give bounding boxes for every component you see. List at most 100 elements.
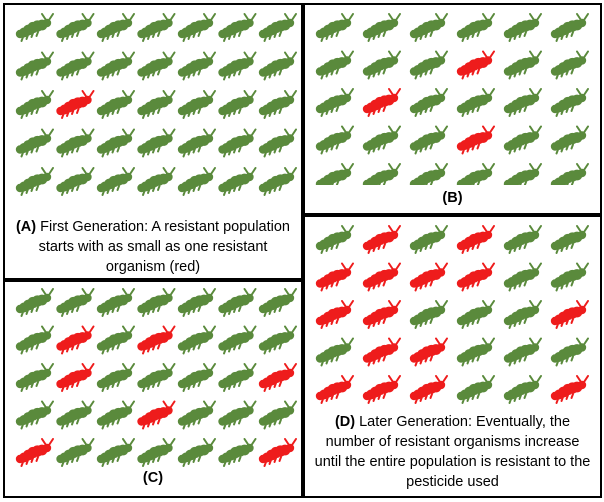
normal-organism <box>550 125 589 155</box>
normal-organism <box>15 400 54 430</box>
normal-organism <box>409 125 448 155</box>
normal-organism <box>96 51 135 81</box>
normal-organism <box>137 363 176 392</box>
normal-organism <box>550 225 589 254</box>
normal-organism <box>550 337 589 367</box>
normal-organism <box>177 438 216 467</box>
normal-organism <box>315 125 354 155</box>
normal-organism <box>503 375 542 404</box>
panel-c: (C) <box>3 280 303 498</box>
resistant-organism <box>550 375 589 404</box>
resistant-organism <box>56 90 95 119</box>
normal-organism <box>550 163 589 185</box>
caption-d: (D) Later Generation: Eventually, the nu… <box>313 412 592 492</box>
normal-organism <box>315 163 354 185</box>
normal-organism <box>503 88 542 117</box>
resistant-organism <box>362 337 401 367</box>
normal-organism <box>258 325 297 355</box>
normal-organism <box>503 225 542 254</box>
normal-organism <box>177 51 216 81</box>
normal-organism <box>550 262 589 292</box>
normal-organism <box>503 50 542 80</box>
panel-b: (B) <box>303 3 602 215</box>
normal-organism <box>177 288 216 317</box>
normal-organism <box>218 13 257 42</box>
resistant-organism <box>362 88 401 117</box>
text-a: First Generation: A resistant population… <box>36 219 291 275</box>
resistant-organism <box>456 50 495 80</box>
normal-organism <box>456 13 495 42</box>
normal-organism <box>56 13 95 42</box>
normal-organism <box>56 128 95 158</box>
normal-organism <box>177 128 216 158</box>
resistant-organism <box>456 225 495 254</box>
normal-organism <box>258 90 297 119</box>
normal-organism <box>550 13 589 42</box>
normal-organism <box>177 400 216 430</box>
normal-organism <box>177 325 216 355</box>
normal-organism <box>456 337 495 367</box>
text-d: Later Generation: Eventually, the number… <box>314 414 591 490</box>
normal-organism <box>258 167 297 196</box>
resistant-organism <box>315 375 354 404</box>
normal-organism <box>218 438 257 467</box>
label-d: (D) <box>334 414 356 430</box>
normal-organism <box>56 51 95 81</box>
resistant-organism <box>409 375 448 404</box>
normal-organism <box>409 225 448 254</box>
normal-organism <box>258 128 297 158</box>
label-b: (B) <box>442 190 463 206</box>
normal-organism <box>218 90 257 119</box>
resistant-organism <box>456 262 495 292</box>
normal-organism <box>137 13 176 42</box>
normal-organism <box>503 262 542 292</box>
normal-organism <box>56 288 95 317</box>
normal-organism <box>56 438 95 467</box>
caption-b: (B) <box>305 188 600 208</box>
normal-organism <box>503 125 542 155</box>
resistant-organism <box>409 262 448 292</box>
resistant-organism <box>550 300 589 329</box>
normal-organism <box>96 288 135 317</box>
normal-organism <box>137 167 176 196</box>
normal-organism <box>315 88 354 117</box>
normal-organism <box>96 400 135 430</box>
resistant-organism <box>315 262 354 292</box>
normal-organism <box>258 13 297 42</box>
normal-organism <box>218 400 257 430</box>
normal-organism <box>503 13 542 42</box>
normal-organism <box>56 167 95 196</box>
normal-organism <box>177 90 216 119</box>
resistant-organism <box>315 300 354 329</box>
normal-organism <box>218 128 257 158</box>
resistant-organism <box>56 363 95 392</box>
normal-organism <box>362 125 401 155</box>
resistant-organism <box>15 438 54 467</box>
caption-a: (A) First Generation: A resistant popula… <box>13 217 293 277</box>
normal-organism <box>409 50 448 80</box>
normal-organism <box>177 167 216 196</box>
normal-organism <box>409 163 448 185</box>
resistant-organism <box>258 438 297 467</box>
normal-organism <box>177 363 216 392</box>
resistant-organism <box>362 375 401 404</box>
normal-organism <box>362 13 401 42</box>
normal-organism <box>96 325 135 355</box>
normal-organism <box>218 325 257 355</box>
resistant-organism <box>362 262 401 292</box>
resistant-organism <box>456 125 495 155</box>
normal-organism <box>409 300 448 329</box>
panel-d: (D) Later Generation: Eventually, the nu… <box>303 215 602 498</box>
normal-organism <box>456 375 495 404</box>
normal-organism <box>258 51 297 81</box>
normal-organism <box>137 438 176 467</box>
normal-organism <box>96 167 135 196</box>
normal-organism <box>15 325 54 355</box>
normal-organism <box>456 88 495 117</box>
normal-organism <box>15 13 54 42</box>
normal-organism <box>550 50 589 80</box>
normal-organism <box>137 51 176 81</box>
organism-grid-a <box>15 13 297 196</box>
normal-organism <box>218 363 257 392</box>
normal-organism <box>15 128 54 158</box>
